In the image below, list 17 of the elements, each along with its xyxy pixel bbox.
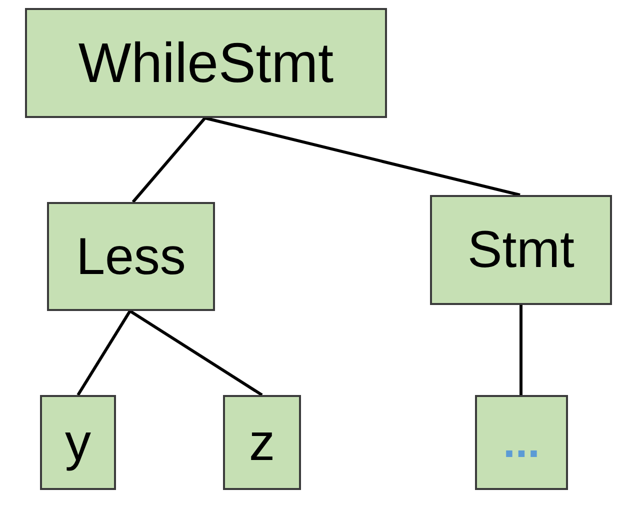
node-label: Stmt [468, 224, 574, 276]
connector-line [132, 117, 206, 203]
tree-node-box [430, 195, 612, 305]
node-label: y [65, 416, 91, 468]
node-label: ... [503, 420, 540, 464]
connector-line [520, 305, 522, 395]
tree-node-box [475, 395, 568, 490]
tree-node-box [47, 202, 215, 311]
connector-line [129, 310, 263, 396]
node-label: z [249, 416, 275, 468]
tree-node-box [40, 395, 116, 490]
node-label: WhileStmt [78, 35, 334, 91]
node-label: Less [76, 230, 186, 282]
tree-node-box [223, 395, 301, 490]
connector-line [76, 310, 132, 396]
connector-line [204, 116, 520, 196]
tree-node-box [25, 8, 387, 118]
